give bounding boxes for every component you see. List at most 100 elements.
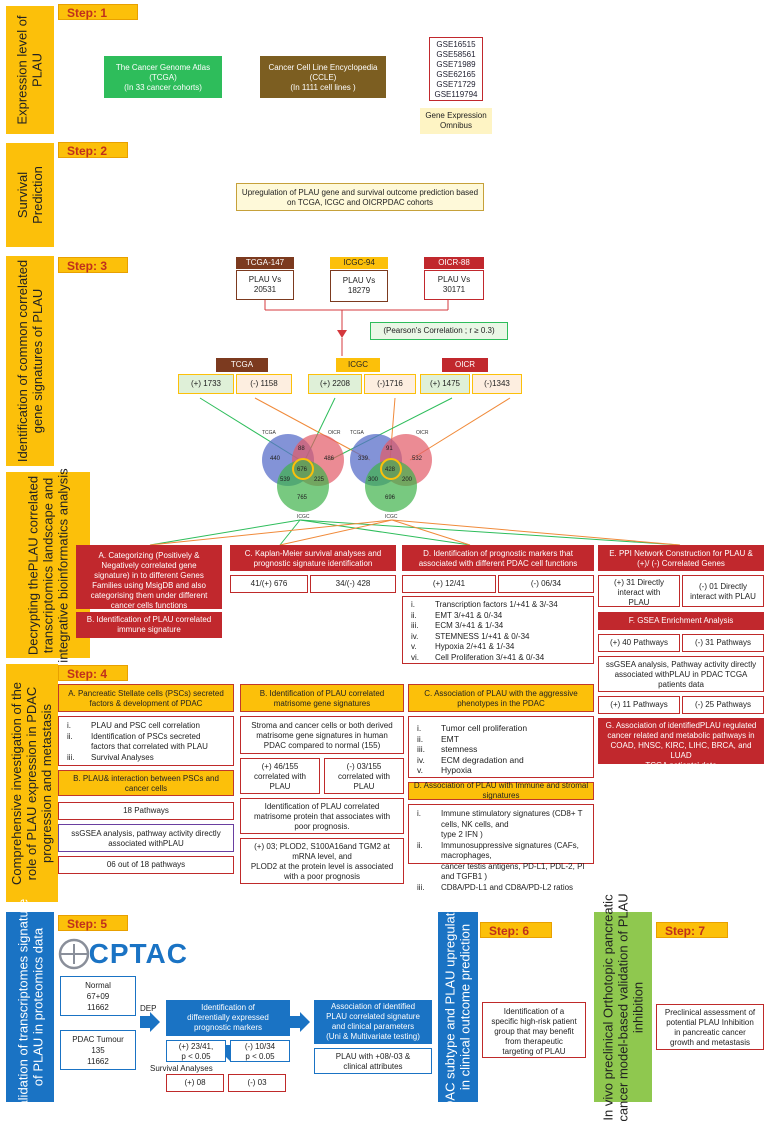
- venn1-label-tcga: TCGA: [262, 430, 277, 436]
- venn2-val: 532: [412, 456, 423, 462]
- survival-neg: (-) 03: [228, 1074, 286, 1092]
- analysis-e-box: E. PPI Network Construction for PLAU &(+…: [598, 545, 764, 571]
- group-icgc-header: ICGC: [336, 358, 380, 372]
- step-1-tag: Step: 1: [58, 4, 138, 20]
- group-oicr-header: OICR: [442, 358, 488, 372]
- venn2-val: 696: [385, 495, 396, 501]
- step-4-tag: Step: 4: [58, 665, 128, 681]
- cohort-tcga-header: TCGA-147: [236, 257, 294, 269]
- association-out: PLAU with +08/-03 &clinical attributes: [314, 1048, 432, 1074]
- cohort-icgc-header: ICGC-94: [330, 257, 388, 269]
- venn2-label-icgc: ICGC: [385, 514, 398, 520]
- venn2-val: 91: [386, 446, 393, 452]
- analysis-f-neg: (-) 31 Pathways: [682, 634, 764, 652]
- analysis-g-box: G. Association of identifiedPLAU regulat…: [598, 718, 764, 770]
- step-2-tag: Step: 2: [58, 142, 128, 158]
- group-oicr-neg: (-)1343: [472, 374, 522, 394]
- group-tcga-header: TCGA: [216, 358, 268, 372]
- analysis-c-pos: 41/(+) 676: [230, 575, 308, 593]
- analysis-b-box: B. Identification of PLAU correlated imm…: [76, 612, 222, 638]
- venn2-val: 200: [402, 477, 413, 483]
- venn1-val: 765: [297, 495, 308, 501]
- venn1-label-icgc: ICGC: [297, 514, 310, 520]
- venn1-val: 486: [324, 456, 335, 462]
- cptac-logo: CPTAC: [56, 936, 188, 972]
- venn-diagram-positive: TCGA OICR ICGC 440 88 486 676 539 225 76…: [262, 430, 344, 520]
- ccle-box: Cancer Cell Line Encyclopedia(CCLE)(In 1…: [260, 56, 386, 98]
- venn1-val: 225: [314, 477, 325, 483]
- analysis-d-neg: (-) 06/34: [498, 575, 594, 593]
- analysis-a-box: A. Categorizing (Positively &Negatively …: [76, 545, 222, 610]
- survival-label: Survival Analyses: [150, 1064, 213, 1073]
- venn-diagram-negative: TCGA OICR ICGC 339 91 532 428 300 200 69…: [350, 430, 432, 520]
- venn2-label-oicr: OICR: [416, 430, 429, 436]
- venn1-val: 676: [297, 467, 308, 473]
- group-icgc-pos: (+) 2208: [308, 374, 362, 394]
- analysis-d-pos: (+) 12/41: [402, 575, 496, 593]
- analysis-f-pos: (+) 40 Pathways: [598, 634, 680, 652]
- group-icgc-neg: (-)1716: [364, 374, 416, 394]
- step4-c-box: C. Association of PLAU with the aggressi…: [408, 684, 594, 712]
- analysis-d-list: i.Transcription factors 1/+41 & 3/-34 ii…: [402, 596, 594, 664]
- step4-b-out: 06 out of 18 pathways: [58, 856, 234, 874]
- step4-d-box: D. Association of PLAU with Immune and s…: [408, 781, 594, 800]
- venn1-val: 539: [280, 477, 291, 483]
- survival-pos: (+) 08: [166, 1074, 224, 1092]
- analysis-c-neg: 34/(-) 428: [310, 575, 396, 593]
- analysis-f-neg2: (-) 25 Pathways: [682, 696, 764, 714]
- venn2-val: 300: [368, 477, 379, 483]
- analysis-d-box: D. Identification of prognostic markers …: [402, 545, 594, 571]
- step4-a-box: A. Pancreatic Stellate cells (PSCs) secr…: [58, 684, 234, 712]
- group-tcga-neg: (-) 1158: [236, 374, 292, 394]
- venn2-val: 428: [385, 467, 396, 473]
- step4-d-list: i.Immune stimulatory signatures (CD8+ T …: [408, 804, 594, 892]
- group-oicr-pos: (+) 1475: [420, 374, 470, 394]
- pearson-box: (Pearson's Correlation ; r ≥ 0.3): [370, 322, 508, 340]
- venn1-val: 440: [270, 456, 281, 462]
- analysis-f-box: F. GSEA Enrichment Analysis: [598, 612, 764, 630]
- dep-pos: (+) 23/41,p < 0.05: [166, 1040, 226, 1062]
- step-6-tag: Step: 6: [480, 922, 552, 938]
- venn1-val: 88: [298, 446, 305, 452]
- step-5-tag: Step: 5: [58, 915, 128, 931]
- step4-b-ssgsea: ssGSEA analysis, pathway activity direct…: [58, 824, 234, 852]
- step-3-tag: Step: 3: [58, 257, 128, 273]
- step4-b-pathways: 18 Pathways: [58, 802, 234, 820]
- step4-c-list: i.Tumor cell proliferation ii.EMT iii.st…: [408, 716, 594, 778]
- survival-prediction-box: Upregulation of PLAU gene and survival o…: [236, 183, 484, 211]
- step4-a-list: i.PLAU and PSC cell correlation ii.Ident…: [58, 716, 234, 766]
- venn1-label-oicr: OICR: [328, 430, 341, 436]
- venn2-label-tcga: TCGA: [350, 430, 365, 436]
- side-label-invivo: In vivo preclinical Orthotopic pancreati…: [594, 893, 652, 1121]
- step-7-tag: Step: 7: [656, 922, 728, 938]
- tcga-box: The Cancer Genome Atlas(TCGA)(In 33 canc…: [104, 56, 222, 98]
- group-tcga-pos: (+) 1733: [178, 374, 234, 394]
- analysis-f-pos2: (+) 11 Pathways: [598, 696, 680, 714]
